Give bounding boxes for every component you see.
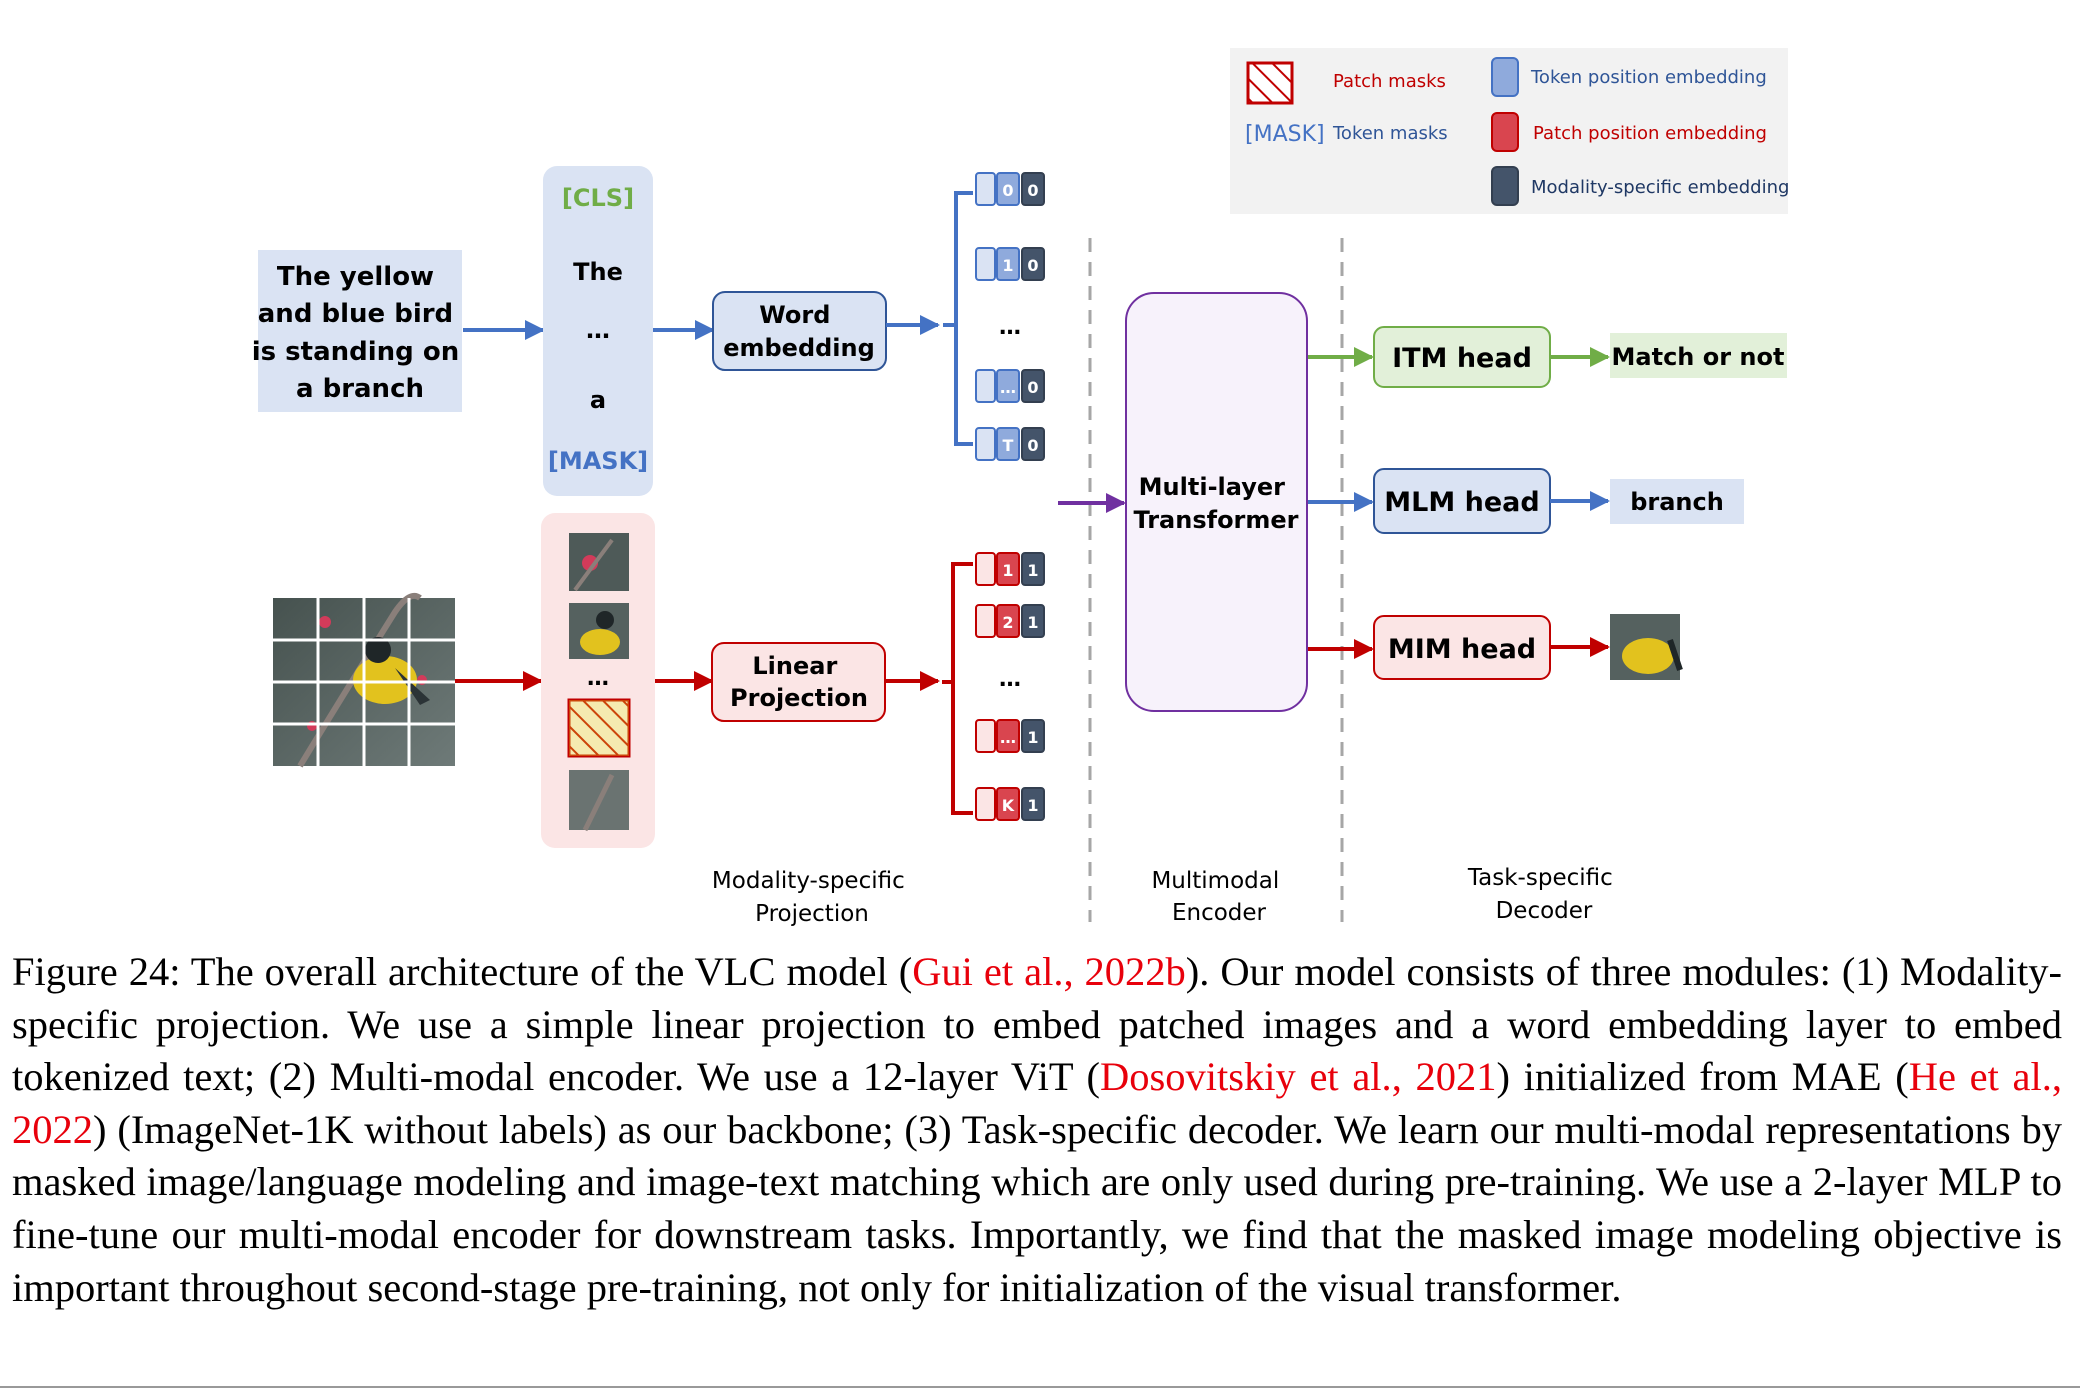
text-token-index: T [1003,436,1014,455]
patch-bracket [942,562,973,815]
legend-mask-token: [MASK] [1245,122,1325,147]
patch-dots: … [587,666,609,691]
caption-text: ) initialized from MAE ( [1496,1054,1909,1100]
patch-modality-index: 1 [1027,561,1038,580]
mask-token: [MASK] [548,447,648,475]
architecture-figure: Patch masks [MASK] Token masks Token pos… [252,48,1789,927]
patch-thumb [569,603,629,659]
text-token-index: 1 [1002,256,1013,275]
itm-output-box [1610,333,1787,378]
patch-thumb [569,533,629,592]
citation-he[interactable]: He et al., 2022 [12,1054,2063,1152]
patch-embedding-unit: K 1 [975,787,1045,821]
masked-patch [567,698,631,758]
reconstructed-patch [1610,614,1683,680]
patch-column [541,513,655,848]
patch-embedding-unit: 1 1 [975,552,1045,586]
caption-label: Figure 24: [12,949,181,994]
section-label-encoder: Multimodal Encoder [1151,868,1286,926]
legend-patch-pos: Patch position embedding [1533,123,1767,144]
text-modality-index: 0 [1027,378,1038,397]
token-column [543,166,653,496]
patch-pos-swatch [1491,112,1519,152]
text-embedding-unit: … 0 [975,369,1045,403]
citation-gui[interactable]: Gui et al., 2022b [912,949,1186,994]
input-text-box [258,250,462,412]
bird-image-grid [273,592,455,768]
patch-modality-index: 1 [1027,613,1038,632]
token-a: a [590,386,606,414]
page-border [0,1386,2080,1388]
cls-token: [CLS] [562,184,634,212]
patch-embedding-unit: 2 1 [975,604,1045,638]
patch-embedding-dots: … [999,667,1021,692]
transformer-box [1125,292,1308,712]
text-bracket [943,191,973,446]
modality-swatch [1491,166,1519,206]
token-the: The [573,258,623,286]
itm-output: Match or not [1612,343,1785,371]
caption-text: ) (ImageNet-1K without labels) as our ba… [12,1106,2062,1310]
text-modality-index: 0 [1027,181,1038,200]
patch-modality-index: 1 [1027,728,1038,747]
patch-token-index: … [1000,728,1016,747]
legend-token-pos: Token position embedding [1530,67,1767,88]
text-token-index: … [1000,378,1016,397]
word-embedding-label: Word embedding [723,301,875,362]
legend-token-masks: Token masks [1332,123,1448,144]
citation-dosovitskiy[interactable]: Dosovitskiy et al., 2021 [1100,1054,1497,1100]
patch-embedding-unit: … 1 [975,719,1045,753]
legend: Patch masks [MASK] Token masks Token pos… [1230,48,1789,214]
patch-modality-index: 1 [1027,796,1038,815]
text-token-index: 0 [1002,181,1013,200]
text-embedding-dots: … [999,315,1021,340]
text-embedding-unit: T 0 [975,427,1045,461]
caption-text: ). Our model consists of three modules: … [12,949,2062,1100]
text-embedding-unit: 0 0 [975,172,1045,206]
patch-thumb [569,770,629,832]
itm-head-label: ITM head [1392,343,1532,374]
architecture-diagram: Patch masks [MASK] Token masks Token pos… [252,48,1789,927]
caption-text: The overall architecture of the VLC mode… [190,949,913,994]
token-dots: … [586,316,610,344]
legend-modality: Modality-specific embedding [1531,177,1789,198]
figure-caption: Figure 24: The overall architecture of t… [12,946,2062,1314]
text-embedding-unit: 1 0 [975,247,1045,281]
patch-token-index: 1 [1002,561,1013,580]
linear-projection-label: Linear Projection [730,652,868,712]
section-label-projection: Modality-specific Projection [712,868,912,927]
input-text: The yellow and blue bird is standing on … [252,262,469,404]
mlm-head-label: MLM head [1384,487,1539,518]
mlm-output: branch [1630,488,1724,516]
patch-token-index: 2 [1002,613,1013,632]
patch-token-index: K [1002,796,1015,815]
text-modality-index: 0 [1027,436,1038,455]
section-label-decoder: Task-specific Decoder [1467,865,1620,924]
patch-mask-swatch [1246,61,1294,105]
transformer-label: Multi-layer Transformer [1133,473,1298,534]
token-pos-swatch [1491,57,1519,97]
mlm-output-box [1610,479,1744,524]
word-embedding-box [712,291,887,371]
mim-head-label: MIM head [1388,634,1536,665]
legend-patch-masks: Patch masks [1333,71,1446,92]
text-modality-index: 0 [1027,256,1038,275]
